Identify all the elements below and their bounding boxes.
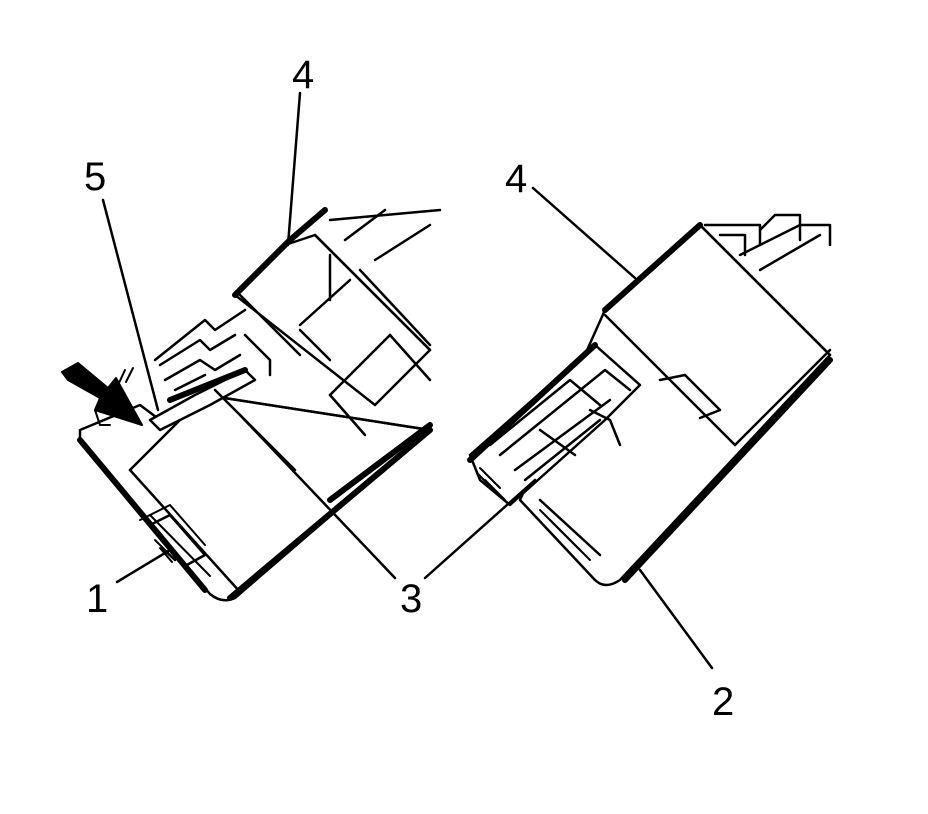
left-connector-body bbox=[78, 393, 432, 602]
leader-lines bbox=[101, 91, 714, 670]
leader-4b bbox=[531, 186, 637, 280]
arrow-right-down-icon bbox=[61, 362, 143, 426]
callout-1: 1 bbox=[86, 577, 108, 621]
right-connector bbox=[467, 213, 833, 587]
left-connector bbox=[77, 207, 442, 602]
callout-4-right: 4 bbox=[505, 157, 527, 201]
callout-4-left: 4 bbox=[292, 53, 314, 97]
left-latch-arm bbox=[148, 368, 257, 432]
callout-numbers: 1 2 3 4 4 5 bbox=[84, 53, 734, 724]
right-connector-housing bbox=[518, 223, 832, 587]
left-connector-lock-tab bbox=[148, 513, 207, 568]
leader-3b bbox=[423, 478, 537, 580]
leader-2 bbox=[638, 568, 714, 670]
callout-5: 5 bbox=[84, 155, 106, 199]
callout-3: 3 bbox=[400, 577, 422, 621]
leader-3a bbox=[238, 413, 397, 580]
leader-4a bbox=[286, 91, 302, 247]
leader-5 bbox=[101, 198, 160, 412]
callout-2: 2 bbox=[712, 680, 734, 724]
leader-1 bbox=[115, 548, 172, 584]
